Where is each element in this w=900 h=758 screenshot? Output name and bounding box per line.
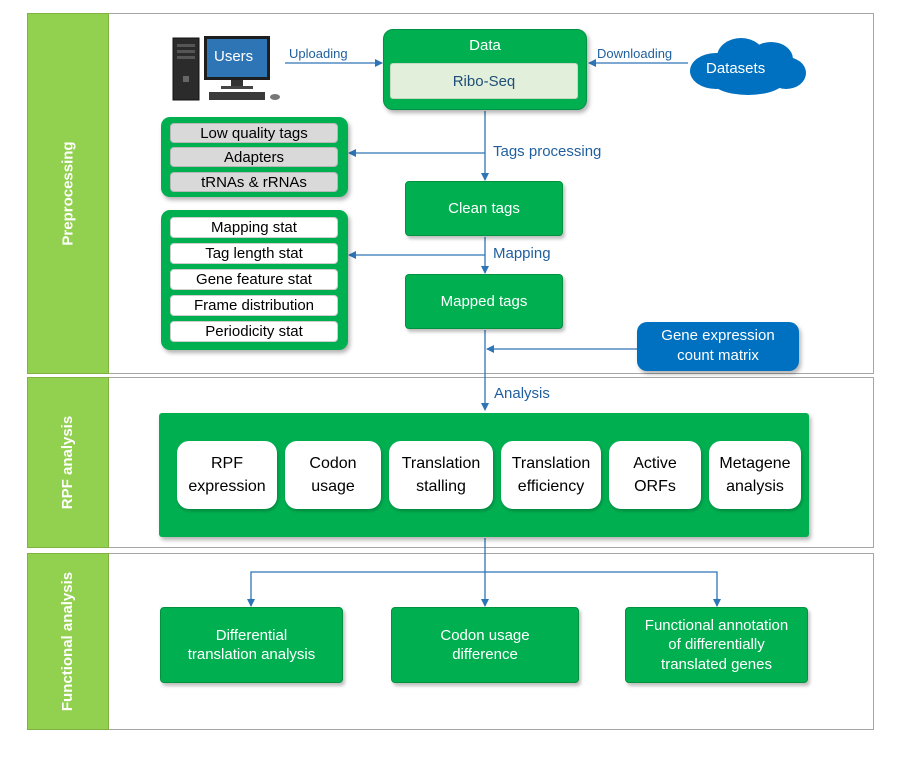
clean-tags-box: Clean tags [405,181,563,236]
cloud-icon [686,35,810,97]
uploading-label: Uploading [289,46,348,61]
analysis-label: Analysis [494,385,550,402]
stat-item: Frame distribution [170,295,338,316]
removed-tag-item: tRNAs & rRNAs [170,172,338,192]
computer-icon [171,36,285,102]
preprocessing-sidebar: Preprocessing [27,13,109,374]
data-box-title: Data [469,37,501,54]
stat-item: Gene feature stat [170,269,338,290]
rpf-analysis-label: RPF analysis [59,415,77,510]
functional-analysis-sidebar: Functional analysis [27,553,109,730]
removed-tag-item: Low quality tags [170,123,338,143]
functional-analysis-label: Functional analysis [59,571,77,712]
gene-expression-line2: count matrix [677,346,759,364]
rpf-analysis-sidebar: RPF analysis [27,377,109,548]
data-box: Data Ribo-Seq [383,29,587,110]
users-label: Users [214,48,254,65]
removed-tags-group: Low quality tags Adapters tRNAs & rRNAs [161,117,348,197]
gene-expression-line1: Gene expression [661,327,775,344]
preprocessing-label: Preprocessing [59,141,77,246]
mapped-tags-box: Mapped tags [405,274,563,329]
stat-item: Mapping stat [170,217,338,238]
gene-expression-count-matrix: Gene expression count matrix [637,322,799,371]
datasets-label: Datasets [706,60,766,77]
downloading-label: Downloading [597,46,673,61]
removed-tag-item: Adapters [170,147,338,167]
mapping-label: Mapping [493,245,551,262]
ribo-seq-item: Ribo-Seq [390,63,578,99]
stat-item: Tag length stat [170,243,338,264]
stat-item: Periodicity stat [170,321,338,342]
tags-processing-label: Tags processing [493,143,602,160]
mapping-stats-group: Mapping stat Tag length stat Gene featur… [161,210,348,350]
